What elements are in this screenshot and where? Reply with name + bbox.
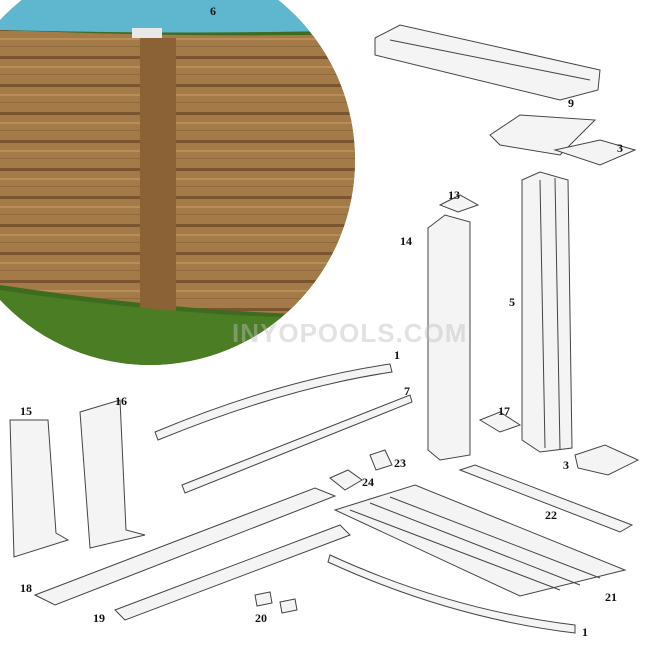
- brace-16: [79, 399, 146, 549]
- part-label-23: 23: [394, 456, 406, 470]
- part-label-20: 20: [255, 611, 267, 625]
- sill-18: [33, 487, 337, 606]
- clip-20a: [254, 591, 273, 607]
- block-24: [329, 469, 363, 491]
- part-label-3: 3: [617, 141, 623, 155]
- cap-9: [489, 114, 597, 156]
- bottom-rail-1: [154, 363, 393, 441]
- upright-14: [427, 214, 471, 461]
- foot-plate-3: [574, 444, 640, 476]
- part-label-7: 7: [404, 384, 410, 398]
- watermark-logo: INYOPOOLS.COM: [232, 318, 468, 348]
- bottom-rail-1b: [327, 554, 576, 634]
- plate-3-top: [553, 139, 637, 166]
- part-label-13: 13: [448, 188, 460, 202]
- clip-23: [369, 449, 393, 471]
- part-label-1b: 1: [582, 625, 588, 639]
- part-label-5: 5: [509, 295, 515, 309]
- panel-21: [333, 484, 627, 597]
- part-label-6: 6: [210, 4, 216, 18]
- part-label-19: 19: [93, 611, 105, 625]
- top-rail-6: [374, 24, 601, 101]
- part-label-18: 18: [20, 581, 32, 595]
- top-plate-13: [438, 194, 480, 213]
- part-label-3b: 3: [563, 458, 569, 472]
- part-label-14: 14: [400, 234, 412, 248]
- part-label-22: 22: [545, 508, 557, 522]
- upright-5: [521, 171, 573, 453]
- brace-15: [9, 419, 70, 558]
- clip-20b: [279, 598, 298, 614]
- pool-photo: [0, 0, 355, 365]
- part-label-15: 15: [20, 404, 32, 418]
- part-label-24: 24: [362, 475, 374, 489]
- part-label-17: 17: [498, 404, 510, 418]
- part-label-1: 1: [394, 348, 400, 362]
- rail-7: [181, 394, 413, 494]
- parts-drawings: [9, 24, 640, 634]
- part-label-21: 21: [605, 590, 617, 604]
- channel-19: [114, 524, 351, 621]
- part-label-9: 9: [568, 96, 574, 110]
- strip-22: [458, 464, 634, 533]
- bracket-17: [478, 411, 522, 433]
- part-label-16: 16: [115, 394, 127, 408]
